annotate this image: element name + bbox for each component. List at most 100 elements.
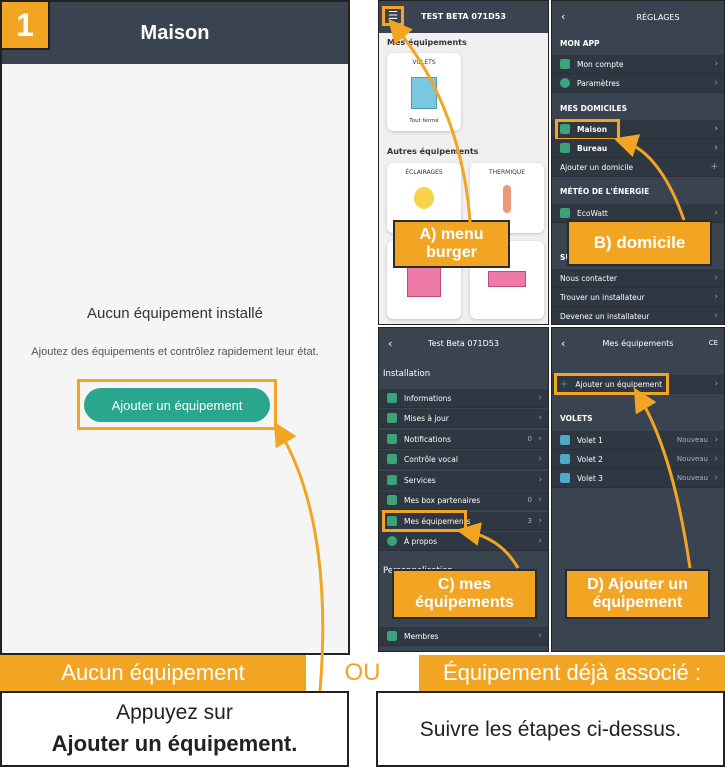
chevron-icon: › — [538, 413, 542, 423]
back-icon[interactable]: ‹ — [388, 337, 393, 350]
label: Notifications — [404, 434, 451, 444]
label: Membres — [404, 631, 439, 641]
label: À propos — [404, 536, 438, 546]
status: Nouveau — [676, 474, 708, 482]
callout-b: B) domicile — [567, 220, 712, 266]
support-section: SU — [560, 253, 572, 262]
bell-icon — [387, 434, 397, 444]
callout-c: C) mes équipements — [392, 569, 537, 619]
eclairages-label: ÉCLAIRAGES — [405, 169, 443, 176]
back-icon[interactable]: ‹ — [561, 337, 566, 350]
value: 0 — [527, 435, 532, 443]
label: Informations — [404, 393, 452, 403]
chevron-icon: › — [538, 475, 542, 485]
user-icon — [560, 59, 570, 69]
add-equipment-button[interactable]: Ajouter un équipement — [84, 388, 270, 422]
volets-card[interactable]: VOLETS Tout fermé — [387, 53, 461, 131]
shutter-icon — [411, 77, 437, 109]
row-mon-compte[interactable]: Mon compte› — [552, 55, 724, 74]
empty-title: Aucun équipement installé — [87, 305, 263, 322]
thermique-label: THERMIQUE — [489, 169, 525, 176]
row-a-propos[interactable]: À propos› — [379, 532, 548, 551]
row-controle-vocal[interactable]: Contrôle vocal › — [379, 450, 548, 469]
label: Bureau — [577, 143, 608, 153]
row-informations[interactable]: Informations› — [379, 389, 548, 408]
section-autres-equipements: Autres équipements — [387, 147, 479, 156]
row-mises-a-jour[interactable]: Mises à jour › — [379, 409, 548, 428]
row-volet-3[interactable]: Volet 3 Nouveau › — [552, 469, 724, 488]
section-mes-equipements: Mes équipements — [387, 38, 467, 47]
plus-icon: + — [560, 378, 569, 390]
row-services[interactable]: Services › — [379, 471, 548, 490]
row-nous-contacter[interactable]: Nous contacter› — [552, 269, 724, 288]
label: Maison — [577, 124, 608, 134]
right-instruction-box: Suivre les étapes ci-dessus. — [376, 691, 725, 767]
chevron-icon: › — [714, 473, 718, 483]
main-title: Maison — [140, 22, 210, 44]
gear-icon — [560, 78, 570, 88]
screen-b-title: RÉGLAGES — [636, 13, 680, 22]
value: 0 — [527, 496, 532, 504]
add-button-highlight — [77, 379, 277, 430]
chevron-icon: › — [714, 311, 718, 321]
devices-icon — [387, 516, 397, 526]
volets-section: VOLETS — [560, 414, 593, 423]
label: Contrôle vocal — [404, 454, 458, 464]
left-banner: Aucun équipement — [0, 655, 306, 691]
info-circle-icon — [387, 536, 397, 546]
chevron-icon: › — [538, 434, 542, 444]
screen-a-title: TEST BETA 071D53 — [421, 12, 506, 21]
row-membres[interactable]: Membres › — [379, 627, 548, 646]
label: Volet 2 — [577, 454, 603, 464]
shutter-icon — [560, 435, 570, 445]
office-icon — [560, 143, 570, 153]
row-ajouter-domicile[interactable]: Ajouter un domicile+ — [552, 158, 724, 177]
maison-highlight — [555, 119, 620, 141]
mes-equipements-highlight — [382, 510, 467, 532]
callout-a: A) menu burger — [393, 220, 510, 268]
plus-icon: + — [710, 162, 718, 172]
bulb-icon — [414, 187, 434, 209]
chevron-icon: › — [538, 631, 542, 641]
screen-a: ☰ TEST BETA 071D53 Mes équipements VOLET… — [378, 0, 549, 325]
row-notifications[interactable]: Notifications 0 › — [379, 430, 548, 449]
edit-icon[interactable]: CE — [708, 339, 718, 347]
label: Mises à jour — [404, 413, 449, 423]
screen-b: ‹ RÉGLAGES MON APP Mon compte› Paramètre… — [551, 0, 725, 325]
thermometer-icon — [503, 185, 511, 213]
row-devenez[interactable]: Devenez un installateur › — [552, 307, 724, 324]
chevron-icon: › — [714, 435, 718, 445]
chevron-icon: › — [714, 273, 718, 283]
volets-status: Tout fermé — [409, 118, 439, 124]
label: Paramètres — [577, 78, 620, 88]
mon-app-section: MON APP — [560, 39, 600, 48]
label: Services — [404, 475, 436, 485]
chevron-icon: › — [538, 516, 542, 526]
row-bureau[interactable]: Bureau› — [552, 139, 724, 158]
right-banner: Équipement déjà associé : — [419, 655, 725, 691]
shutter-icon — [560, 454, 570, 464]
chevron-icon: › — [538, 454, 542, 464]
mes-domiciles-section: MES DOMICILES — [560, 104, 628, 113]
left-instruction-line2: Ajouter un équipement. — [51, 731, 298, 756]
home-icon — [560, 124, 570, 134]
label: Volet 3 — [577, 473, 603, 483]
row-trouver[interactable]: Trouver un installateur› — [552, 288, 724, 307]
services-icon — [387, 475, 397, 485]
members-icon — [387, 631, 397, 641]
label: Ajouter un équipement — [575, 379, 663, 389]
back-icon[interactable]: ‹ — [561, 10, 566, 23]
value: 3 — [527, 517, 532, 525]
label: Mes box partenaires — [404, 495, 481, 505]
label: EcoWatt — [577, 208, 608, 218]
installation-section: Installation — [383, 369, 431, 379]
shutter-icon — [560, 473, 570, 483]
main-header — [2, 2, 348, 64]
label: Trouver un installateur — [560, 292, 645, 302]
burger-menu-icon[interactable]: ☰ — [388, 9, 398, 22]
row-parametres[interactable]: Paramètres› — [552, 74, 724, 93]
label: Devenez un installateur — [560, 311, 650, 321]
